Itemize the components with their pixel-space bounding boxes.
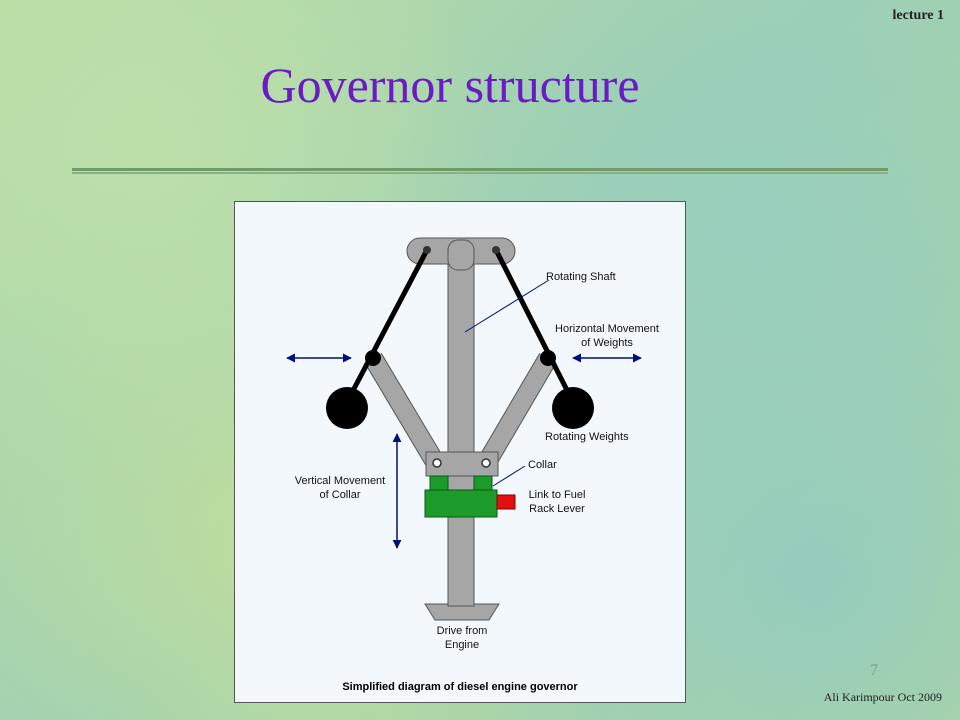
label-drive-from-engine: Drive from Engine — [415, 624, 509, 652]
title-divider — [72, 168, 888, 174]
right-joint — [540, 350, 556, 366]
diagram-panel: Rotating Shaft Horizontal Movement of We… — [234, 201, 686, 703]
label-link-fuel: Link to Fuel Rack Lever — [518, 488, 596, 516]
left-weight — [326, 387, 368, 429]
label-collar: Collar — [528, 459, 557, 471]
right-upper-arm — [493, 248, 576, 404]
left-joint — [365, 350, 381, 366]
diagram-caption: Simplified diagram of diesel engine gove… — [342, 681, 578, 693]
label-horizontal-movement-line1: Horizontal Movement — [555, 323, 659, 335]
collar-green-right — [473, 475, 493, 491]
collar-green-body — [424, 489, 498, 518]
governor-diagram — [286, 237, 642, 621]
slide-title: Governor structure — [260, 57, 640, 113]
label-vertical-movement-line1: Vertical Movement — [294, 475, 386, 487]
label-horizontal-movement: Horizontal Movement of Weights — [547, 322, 667, 350]
left-top-pivot — [423, 246, 431, 254]
label-vertical-movement: Vertical Movement of Collar — [285, 474, 395, 502]
lecture-label: lecture 1 — [892, 8, 944, 23]
collar-leader — [492, 465, 526, 487]
fuel-link — [496, 494, 516, 510]
footer-author: Ali Karimpour Oct 2009 — [823, 690, 942, 704]
right-top-pivot — [492, 246, 500, 254]
label-rotating-weights: Rotating Weights — [545, 431, 629, 443]
right-weight — [552, 387, 594, 429]
left-upper-arm — [344, 248, 430, 404]
rotating-shaft-leader — [464, 279, 550, 333]
rotating-shaft — [447, 245, 475, 607]
page-number: 7 — [870, 662, 878, 679]
collar-green-left — [429, 475, 449, 491]
label-drive-line2: Engine — [444, 639, 480, 651]
label-drive-line1: Drive from — [436, 625, 488, 637]
label-link-fuel-line2: Rack Lever — [529, 503, 585, 515]
label-horizontal-movement-line2: of Weights — [581, 337, 633, 349]
label-link-fuel-line1: Link to Fuel — [528, 489, 586, 501]
label-rotating-shaft: Rotating Shaft — [546, 271, 616, 283]
label-vertical-movement-line2: of Collar — [319, 489, 361, 501]
